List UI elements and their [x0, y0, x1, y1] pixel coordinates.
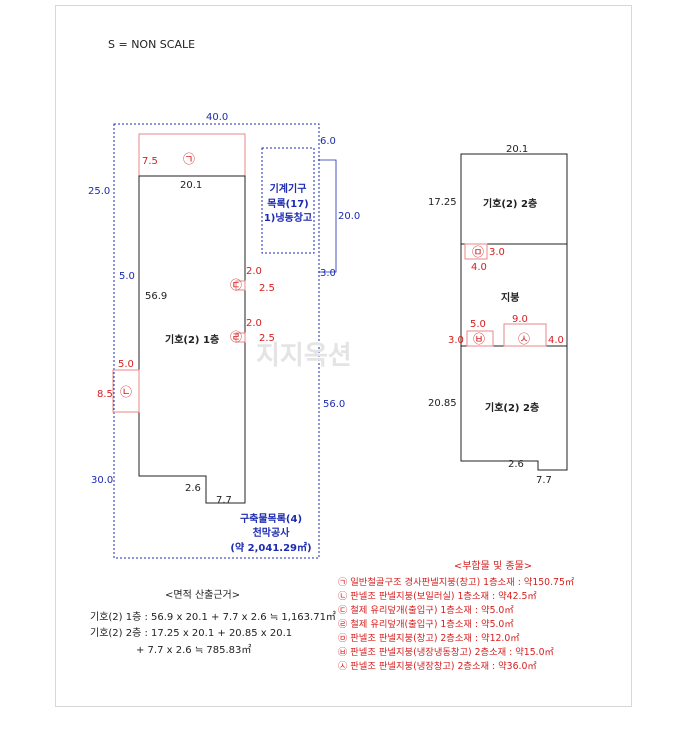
right-upper-height: 17.25 — [428, 197, 457, 208]
floor-plan-drawing: S = NON SCALE 40.0 25.0 5.0 30.0 56.0 6.… — [88, 38, 575, 672]
dim-left-top: 25.0 — [88, 186, 110, 197]
right-top-width: 20.1 — [506, 144, 528, 155]
drawing-sheet: S = NON SCALE 40.0 25.0 5.0 30.0 56.0 6.… — [55, 5, 632, 707]
dim-annex-width: 6.0 — [320, 136, 336, 147]
g4-symbol: ㉣ — [230, 330, 242, 344]
dim-g6-w: 3.0 — [448, 335, 464, 346]
dim-g2-h: 8.5 — [97, 389, 113, 400]
legend-item: ㉥ 판넬조 판넬지붕(냉장냉동창고) 2층소재 : 약15.0㎡ — [338, 646, 554, 658]
dim-notch-h: 7.7 — [216, 495, 232, 506]
area-calc-line-3: + 7.7 x 2.6 ≒ 785.83㎡ — [136, 644, 251, 656]
right-notch-h: 7.7 — [536, 475, 552, 486]
watermark: 지지옥션 — [256, 341, 352, 371]
dim-g4-h: 2.5 — [259, 333, 275, 344]
dim-annex-height: 20.0 — [338, 211, 360, 222]
area-calc-title: <면적 산출근거> — [165, 589, 240, 601]
roof-label: 지붕 — [501, 291, 519, 304]
legend-item: ㉤ 판넬조 판넬지붕(창고) 2층소재 : 약12.0㎡ — [338, 632, 520, 644]
dim-left-gap: 5.0 — [119, 271, 135, 282]
dim-g7-w: 9.0 — [512, 314, 528, 325]
dim-width: 20.1 — [180, 180, 202, 191]
annex-boundary — [261, 147, 315, 254]
dim-g1-width: 7.5 — [142, 156, 158, 167]
building-1f-outline — [138, 175, 246, 504]
g2-symbol: ㉡ — [120, 385, 132, 399]
g3-outline — [235, 280, 246, 291]
scale-note: S = NON SCALE — [108, 38, 195, 51]
dim-top-width: 40.0 — [206, 112, 228, 123]
annex-dim-bracket — [318, 159, 337, 273]
lot-boundary — [113, 123, 320, 559]
building-2f-outline — [460, 153, 568, 471]
g2-outline — [112, 369, 140, 413]
annex-label-2: 목록(17) — [267, 198, 308, 210]
g7-outline — [503, 323, 547, 347]
g5-outline — [464, 243, 488, 260]
right-notch-w: 2.6 — [508, 459, 524, 470]
legend-item: ㉢ 철제 유리덮개(출입구) 1층소재 : 약5.0㎡ — [338, 604, 514, 616]
dim-g7-h: 4.0 — [548, 335, 564, 346]
dim-annex-gap: 3.0 — [320, 268, 336, 279]
g6-symbol: ㉥ — [473, 332, 485, 346]
legend-item: ㉣ 철제 유리덮개(출입구) 1층소재 : 약5.0㎡ — [338, 618, 514, 630]
dim-g4-w: 2.0 — [246, 318, 262, 329]
legend-item: ㉦ 판넬조 판넬지붕(냉장창고) 2층소재 : 약36.0㎡ — [338, 660, 537, 672]
dim-g6-top: 5.0 — [470, 319, 486, 330]
legend-item: ㉠ 일반철골구조 경사판넬지붕(창고) 1층소재 : 약150.75㎡ — [338, 576, 575, 588]
right-lower-height: 20.85 — [428, 398, 457, 409]
dim-g5-w: 3.0 — [489, 247, 505, 258]
dim-notch-w: 2.6 — [185, 483, 201, 494]
lot-label-2: 천막공사 — [253, 526, 291, 539]
area-calc-line-2: 기호(2) 2층 : 17.25 x 20.1 + 20.85 x 20.1 — [90, 627, 292, 639]
legend-item: ㉡ 판넬조 판넬지붕(보일러실) 1층소재 : 약42.5㎡ — [338, 590, 537, 602]
upper-2f-label: 기호(2) 2층 — [483, 197, 537, 210]
g7-symbol: ㉦ — [518, 332, 530, 346]
dim-right-total: 56.0 — [323, 399, 345, 410]
annex-label-3: 1)냉동창고 — [264, 211, 312, 224]
annex-label-1: 기계기구 — [270, 182, 307, 195]
g1-symbol: ㉠ — [183, 152, 195, 166]
dim-g2-w: 5.0 — [118, 359, 134, 370]
legend-title: <부합물 및 종물> — [454, 560, 532, 572]
dim-g5-h: 4.0 — [471, 262, 487, 273]
lot-label-1: 구축물목록(4) — [240, 512, 302, 525]
dim-g3-w: 2.0 — [246, 266, 262, 277]
dim-g3-h: 2.5 — [259, 283, 275, 294]
lot-label-3: (약 2,041.29㎡) — [230, 541, 311, 554]
building-1f-label: 기호(2) 1층 — [165, 333, 219, 346]
lower-2f-label: 기호(2) 2층 — [485, 401, 539, 414]
g6-outline — [466, 330, 494, 347]
g3-symbol: ㉢ — [230, 278, 242, 292]
g5-symbol: ㉤ — [472, 245, 484, 259]
area-calc-line-1: 기호(2) 1층 : 56.9 x 20.1 + 7.7 x 2.6 ≒ 1,1… — [90, 611, 336, 623]
dim-height: 56.9 — [145, 291, 167, 302]
dim-left-bottom: 30.0 — [91, 475, 113, 486]
g4-outline — [235, 332, 246, 343]
